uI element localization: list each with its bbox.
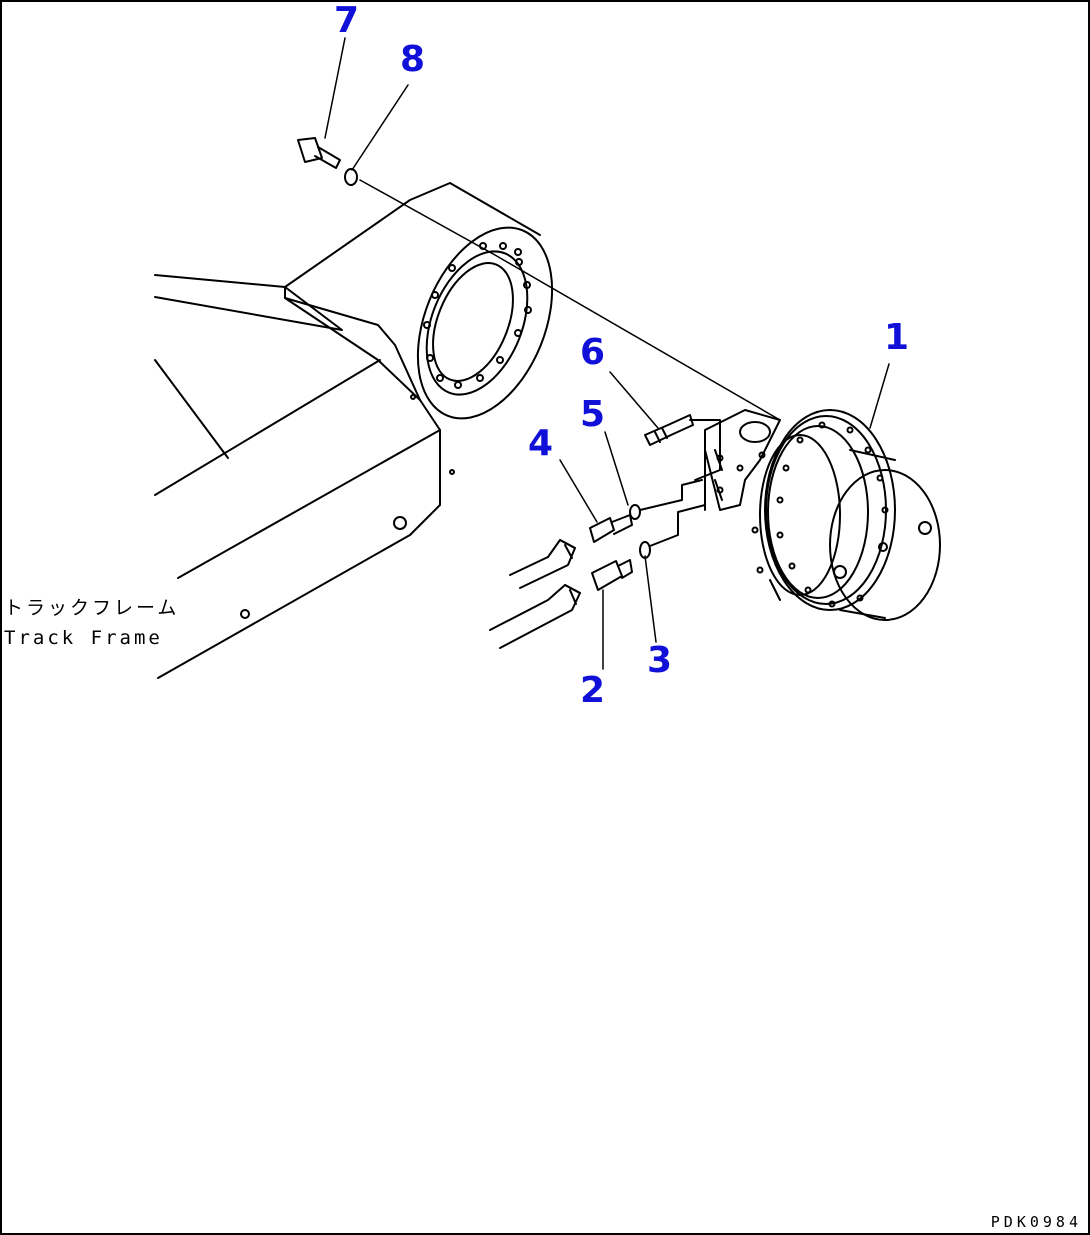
document-code: PDK0984: [990, 1213, 1082, 1231]
part-3-o-ring: [639, 504, 706, 559]
callout-2: 2: [580, 670, 606, 711]
travel-motor-drawing: [704, 409, 941, 621]
center-line: [359, 179, 781, 421]
callout-6: 6: [580, 332, 606, 373]
part-2-fitting: [489, 559, 633, 649]
callout-7: 7: [334, 0, 360, 41]
callout-3: 3: [647, 640, 673, 681]
track-frame-label-japanese: トラックフレーム: [4, 597, 180, 619]
callout-4: 4: [528, 423, 554, 464]
part-8-washer: [344, 168, 358, 186]
part-6-fitting: [644, 414, 721, 481]
callout-8: 8: [400, 39, 426, 80]
callout-leaders: [324, 37, 890, 670]
part-5-o-ring: [629, 479, 703, 520]
frame-mounting-flange: [416, 226, 554, 420]
part-7-bolt: [297, 137, 341, 169]
track-frame-drawing: [154, 182, 541, 679]
part-4-fitting: [509, 514, 633, 589]
track-frame-label-english: Track Frame: [4, 627, 163, 649]
callout-1: 1: [884, 317, 910, 358]
callout-5: 5: [580, 394, 606, 435]
